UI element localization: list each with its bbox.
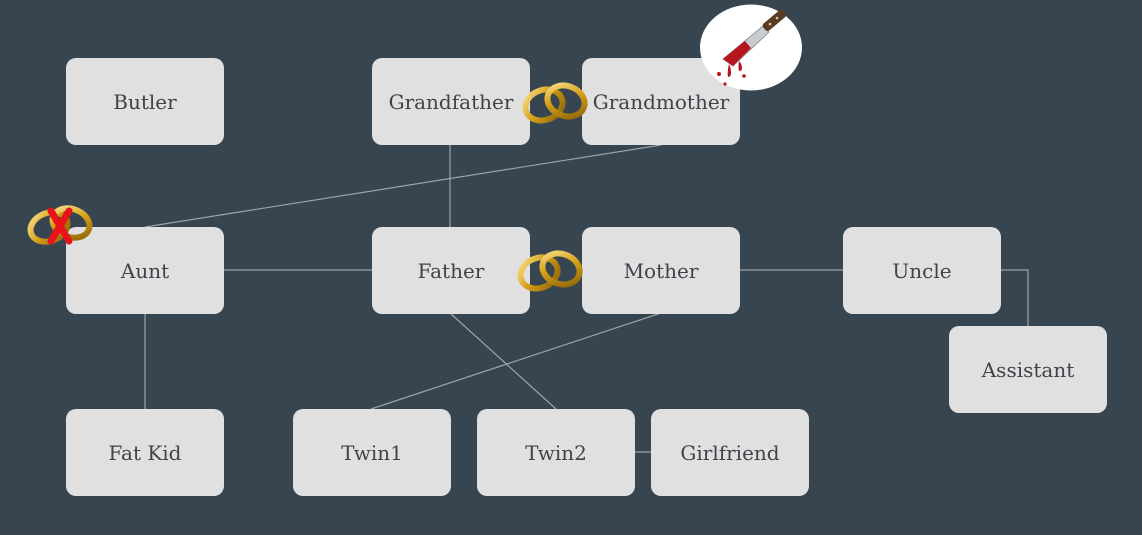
node-uncle[interactable]: Uncle (843, 227, 1001, 314)
connector-mother-twin1 (370, 312, 662, 410)
node-twin1[interactable]: Twin1 (293, 409, 451, 496)
node-twin2[interactable]: Twin2 (477, 409, 635, 496)
node-girlfriend[interactable]: Girlfriend (651, 409, 809, 496)
node-mother[interactable]: Mother (582, 227, 740, 314)
node-grandfather[interactable]: Grandfather (372, 58, 530, 145)
cross-icon (47, 207, 73, 245)
node-assistant[interactable]: Assistant (949, 326, 1107, 413)
node-butler[interactable]: Butler (66, 58, 224, 145)
connector-uncle-assistant (1000, 269, 1029, 326)
wedding-rings-icon (517, 250, 583, 292)
node-fat-kid[interactable]: Fat Kid (66, 409, 224, 496)
bloody-knife-icon (700, 4, 802, 91)
connector-grandmother-aunt (144, 144, 662, 228)
node-father[interactable]: Father (372, 227, 530, 314)
broken-rings-icon (27, 205, 93, 245)
wedding-rings-icon (522, 82, 588, 124)
connector-father-twin2 (449, 312, 557, 410)
node-aunt[interactable]: Aunt (66, 227, 224, 314)
